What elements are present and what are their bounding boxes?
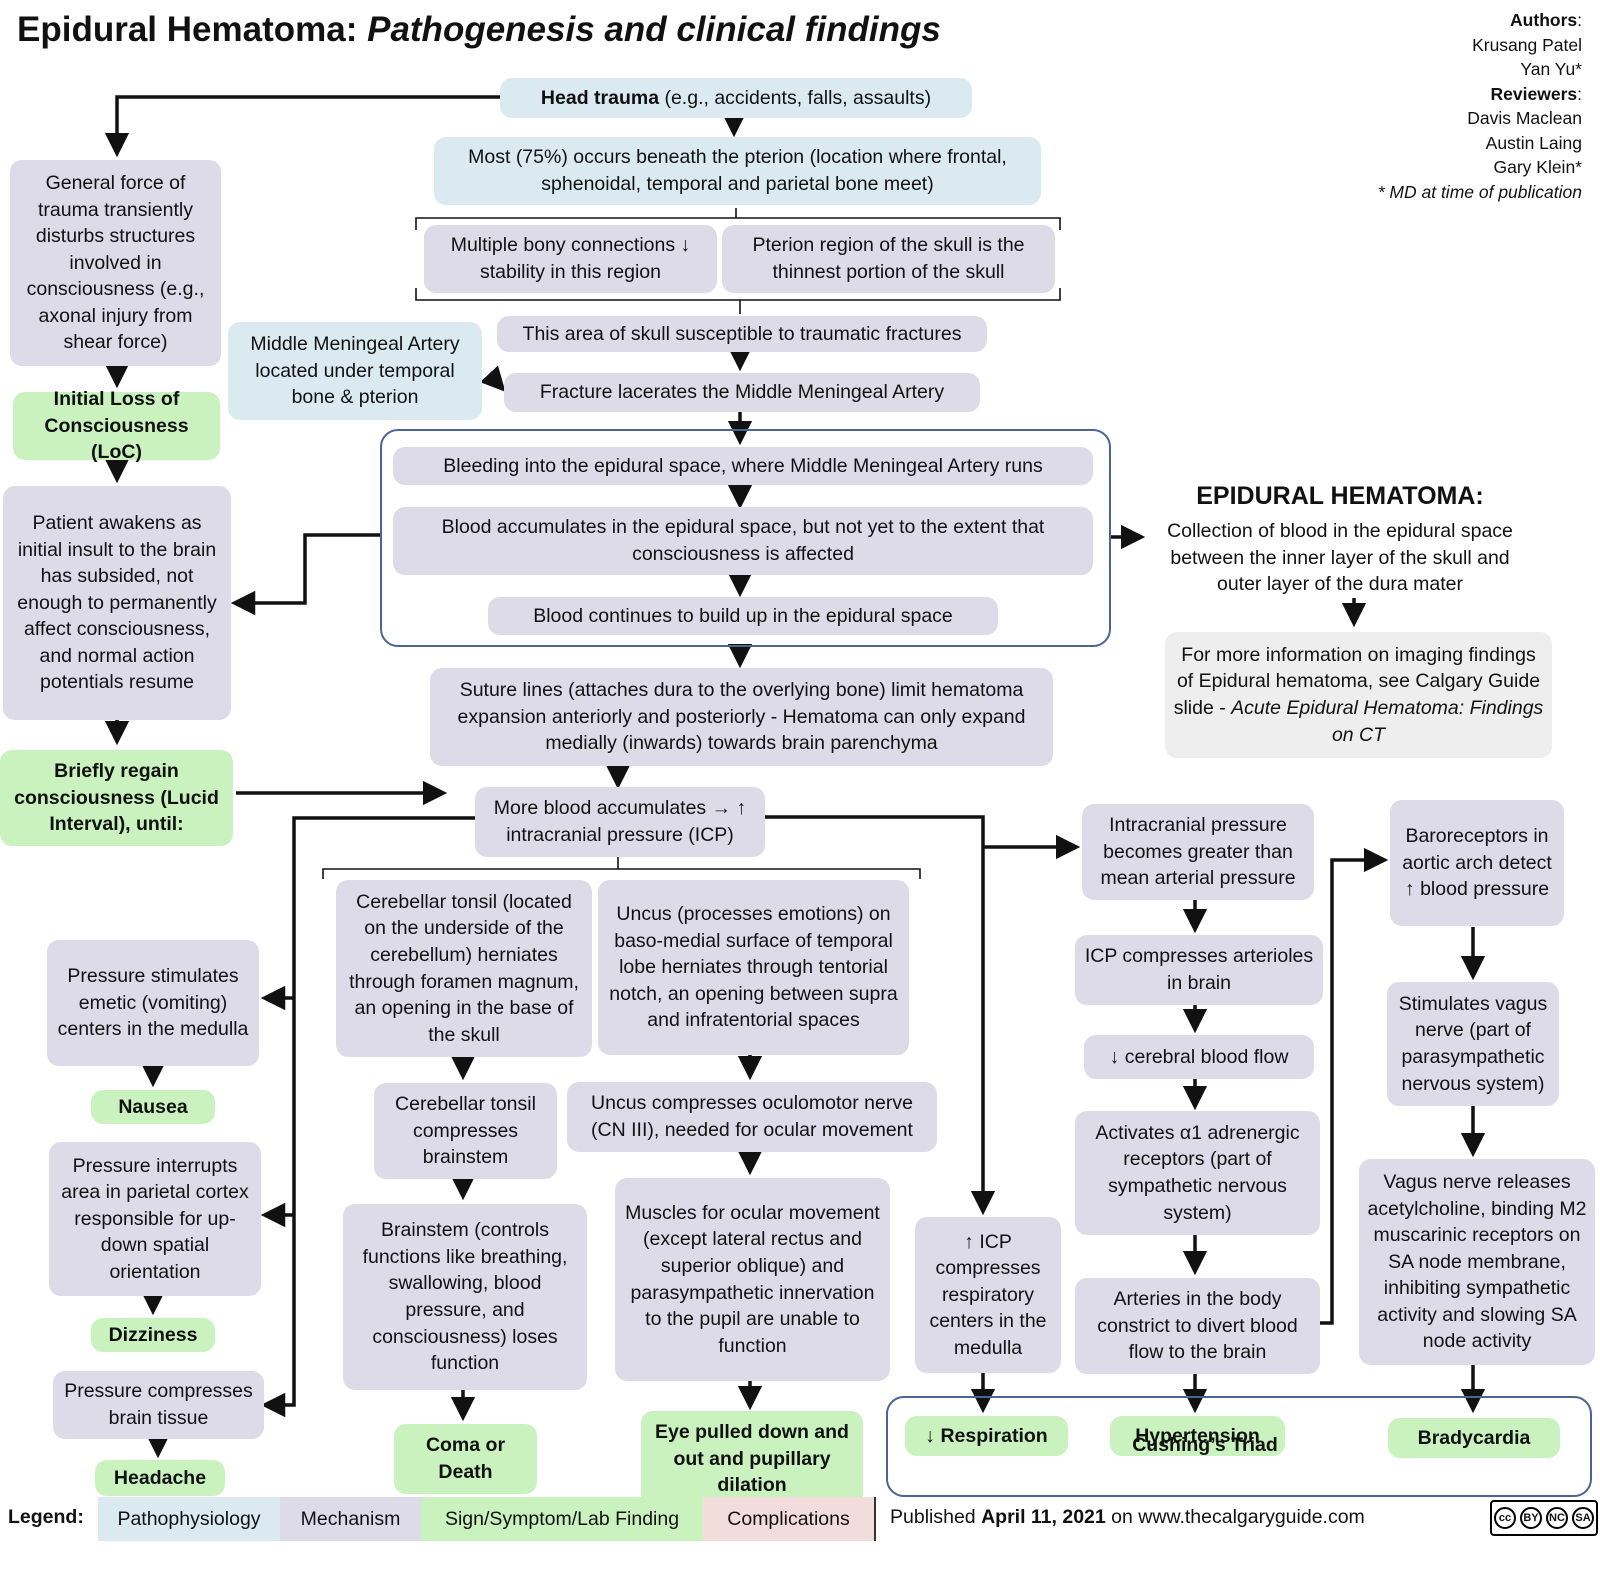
node-cerebral-blood-flow: ↓ cerebral blood flow [1084,1035,1314,1079]
node-brain-tissue: Pressure compresses brain tissue [53,1371,264,1439]
legend-pathophysiology: Pathophysiology [98,1497,280,1541]
node-hypertension: Hypertension [1110,1416,1285,1456]
node-thinnest-portion: Pterion region of the skull is the thinn… [722,225,1055,293]
node-icp-respiratory: ↑ ICP compresses respiratory centers in … [915,1217,1061,1373]
node-coma-death: Coma or Death [394,1424,537,1494]
reviewer-name: Davis Maclean [1467,108,1582,128]
node-arterioles: ICP compresses arterioles in brain [1075,935,1323,1005]
node-ocular-muscles: Muscles for ocular movement (except late… [615,1178,890,1381]
node-accumulates: Blood accumulates in the epidural space,… [393,507,1093,575]
node-headache: Headache [95,1460,225,1496]
node-vagus-stimulation: Stimulates vagus nerve (part of parasymp… [1387,982,1559,1106]
epidural-box-frame [380,429,1111,647]
node-continues: Blood continues to build up in the epidu… [488,597,998,635]
author-name: Krusang Patel [1472,34,1582,55]
node-bony-connections: Multiple bony connections ↓ stability in… [424,225,717,293]
node-mma-location: Middle Meningeal Artery located under te… [228,322,482,420]
page-title: Epidural Hematoma: Pathogenesis and clin… [17,10,941,49]
node-lucid-interval: Briefly regain consciousness (Lucid Inte… [0,750,233,846]
node-arteries-constrict: Arteries in the body constrict to divert… [1075,1278,1320,1374]
node-suture-lines: Suture lines (attaches dura to the overl… [430,668,1053,766]
cushing-triad-frame [886,1396,1592,1497]
credits: Authors: Krusang Patel Yan Yu* Reviewers… [1378,8,1582,204]
node-baroreceptors: Baroreceptors in aortic arch detect ↑ bl… [1390,800,1564,926]
legend-mechanism: Mechanism [280,1497,421,1541]
node-alpha1: Activates α1 adrenergic receptors (part … [1075,1111,1320,1235]
reviewers-label: Reviewers [1490,83,1578,104]
node-uncus-cn3: Uncus compresses oculomotor nerve (CN II… [567,1082,937,1152]
node-susceptible: This area of skull susceptible to trauma… [497,316,987,352]
cushing-triad-label: Cushing’s Triad [1132,1434,1278,1456]
node-parietal: Pressure interrupts area in parietal cor… [49,1142,261,1296]
definition-text: Collection of blood in the epidural spac… [1167,520,1513,596]
author-name: Yan Yu* [1520,59,1582,79]
node-more-info: For more information on imaging findings… [1165,632,1552,758]
node-respiration: ↓ Respiration [905,1416,1068,1456]
node-fracture: Fracture lacerates the Middle Meningeal … [504,373,980,412]
node-dizziness: Dizziness [91,1318,215,1352]
node-vagus-release: Vagus nerve releases acetylcholine, bind… [1359,1159,1595,1365]
legend-bar: Legend: Pathophysiology Mechanism Sign/S… [0,1497,1600,1541]
published-info: Published April 11, 2021 on www.thecalga… [890,1506,1365,1528]
legend-divider [874,1497,876,1541]
node-more-blood: More blood accumulates → ↑ intracranial … [475,787,765,857]
node-emetic: Pressure stimulates emetic (vomiting) ce… [47,940,259,1066]
node-bleeding: Bleeding into the epidural space, where … [393,447,1093,485]
node-pterion: Most (75%) occurs beneath the pterion (l… [434,137,1041,205]
node-initial-loc: Initial Loss of Consciousness (LoC) [13,388,220,463]
node-uncus-herniation: Uncus (processes emotions) on baso-media… [598,880,909,1055]
node-tonsil-compresses: Cerebellar tonsil compresses brainstem [374,1083,557,1179]
legend-complications: Complications [703,1497,874,1541]
credits-note: * MD at time of publication [1377,181,1582,202]
legend-sign-symptom: Sign/Symptom/Lab Finding [421,1497,703,1541]
authors-label: Authors [1510,10,1578,30]
definition-title: EPIDURAL HEMATOMA: [1196,482,1484,510]
node-head-trauma: Head trauma (e.g., accidents, falls, ass… [500,78,972,118]
node-awakens: Patient awakens as initial insult to the… [3,486,231,720]
node-tonsil-herniation: Cerebellar tonsil (located on the unders… [336,880,592,1057]
node-bradycardia: Bradycardia [1388,1418,1560,1458]
reviewer-name: Gary Klein* [1493,157,1582,177]
node-eye-findings: Eye pulled down and out and pupillary di… [641,1411,863,1507]
node-general-force: General force of trauma transiently dist… [10,160,221,366]
reviewer-name: Austin Laing [1485,132,1582,153]
legend-label: Legend: [8,1506,84,1528]
node-nausea: Nausea [91,1090,215,1124]
node-brainstem: Brainstem (controls functions like breat… [343,1204,587,1390]
node-icp-map: Intracranial pressure becomes greater th… [1082,804,1314,900]
creative-commons-license-icon: cc BY NC SA [1490,1500,1598,1536]
